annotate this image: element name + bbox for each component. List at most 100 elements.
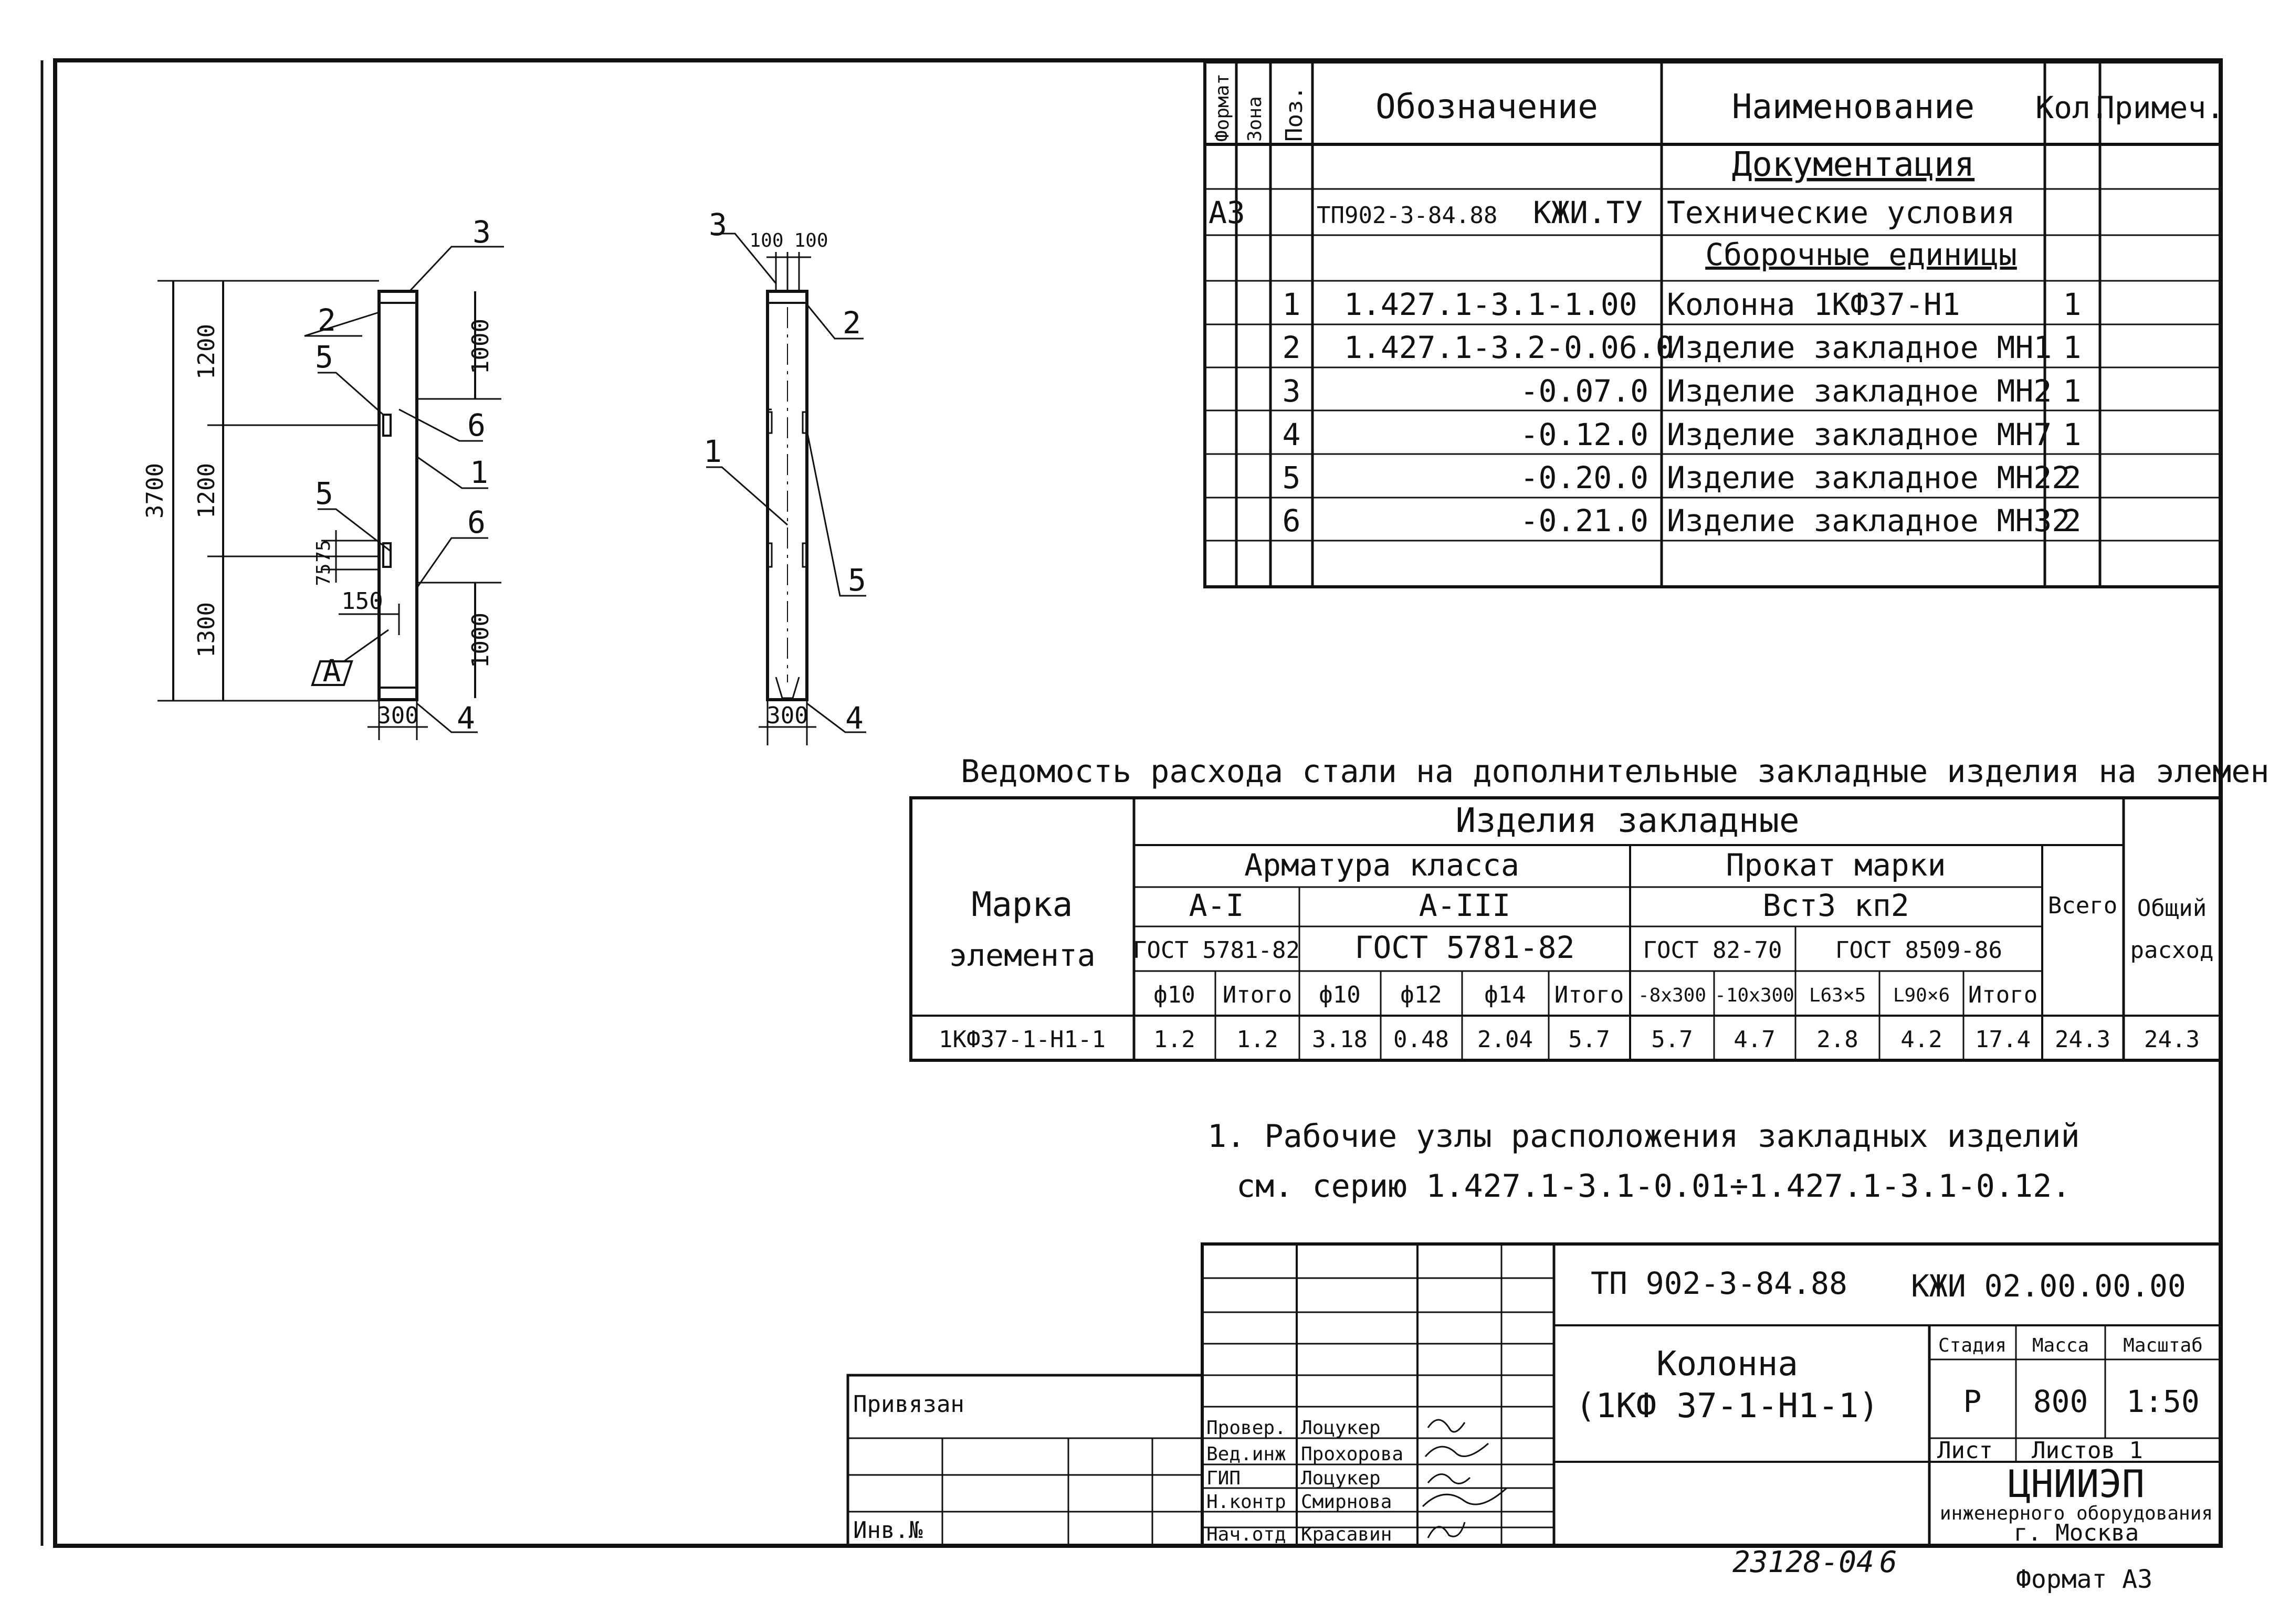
doc-name: Технические условия bbox=[1667, 195, 2015, 230]
col-qty: Кол. bbox=[2035, 90, 2109, 125]
subcol: ф10 bbox=[1319, 982, 1360, 1008]
subcol: Итого bbox=[1968, 982, 2037, 1008]
row-pos: 1 bbox=[1283, 287, 1301, 322]
subcol: -10х300 bbox=[1715, 985, 1794, 1006]
col-pos: Поз. bbox=[1281, 86, 1308, 142]
row-qty: 1 bbox=[2063, 330, 2082, 365]
org-name: ЦНИИЭП bbox=[2008, 1462, 2145, 1506]
cell: 17.4 bbox=[1975, 1026, 2031, 1053]
section-docs: Документация bbox=[1732, 145, 1974, 184]
row-name: Изделие закладное МН32 bbox=[1667, 503, 2070, 539]
col-element-1: Марка bbox=[972, 885, 1073, 924]
callout-4: 4 bbox=[457, 700, 475, 736]
sheet-label: Лист bbox=[1937, 1437, 1993, 1464]
embed-side-3 bbox=[766, 542, 773, 568]
doc-designation: ТП902-3-84.88 bbox=[1317, 202, 1497, 229]
embed-side-4 bbox=[802, 542, 808, 568]
embed-side-1 bbox=[766, 411, 773, 434]
drawing-name-2: (1КФ 37-1-Н1-1) bbox=[1575, 1387, 1879, 1426]
steel-table-title: Ведомость расхода стали на дополнительны… bbox=[961, 753, 2269, 790]
row-designation: 1.427.1-3.2-0.06.0 bbox=[1344, 330, 1674, 365]
project-number: ТП 902-3-84.88 bbox=[1591, 1266, 1847, 1301]
dim-width: 300 bbox=[377, 702, 418, 729]
sig-name: Лоцукер bbox=[1301, 1468, 1381, 1489]
embed-bottom bbox=[378, 687, 418, 701]
a3: А-III bbox=[1419, 888, 1511, 923]
col-name: Наименование bbox=[1732, 88, 1974, 126]
row-designation: -0.21.0 bbox=[1520, 503, 1648, 539]
callout-3: 3 bbox=[709, 207, 727, 242]
subcol: ф10 bbox=[1153, 982, 1195, 1008]
dim-75-b: 75 bbox=[313, 563, 334, 586]
sig-role: ГИП bbox=[1206, 1468, 1241, 1489]
callout-6b: 6 bbox=[467, 504, 486, 540]
subcol: ф12 bbox=[1400, 982, 1442, 1008]
column-elevation-right bbox=[706, 233, 866, 745]
row-name: Изделие закладное МН2 bbox=[1667, 373, 2052, 409]
row-name: Изделие закладное МН7 bbox=[1667, 417, 2052, 452]
callout-5: 5 bbox=[315, 339, 333, 375]
cell: 5.7 bbox=[1651, 1026, 1693, 1053]
column-elevation-right-labels: 100 100 300 3 2 1 5 4 bbox=[703, 207, 866, 736]
row-qty: 2 bbox=[2063, 503, 2082, 539]
row-designation: 1.427.1-3.1-1.00 bbox=[1344, 287, 1637, 322]
total-col: Всего bbox=[2048, 892, 2117, 919]
dim-overall: 3700 bbox=[142, 463, 169, 519]
gost-8509: ГОСТ 8509-86 bbox=[1835, 937, 2002, 964]
note-line-2: см. серию 1.427.1-3.1-0.01÷1.427.1-3.1-0… bbox=[1236, 1168, 2071, 1205]
dim-1300: 1300 bbox=[193, 602, 220, 658]
section-assemblies: Сборочные единицы bbox=[1705, 237, 2017, 272]
cell: 4.2 bbox=[1900, 1026, 1942, 1053]
cell: 3.18 bbox=[1312, 1026, 1368, 1053]
dim-1200-mid: 1200 bbox=[193, 463, 220, 519]
steel-grade: Вст3 кп2 bbox=[1762, 888, 1909, 923]
steel-table-text: Марка элемента Изделия закладные Арматур… bbox=[939, 802, 2213, 1053]
gost-82: ГОСТ 82-70 bbox=[1643, 937, 1782, 964]
callout-1: 1 bbox=[703, 434, 722, 469]
dim-150: 150 bbox=[341, 588, 383, 615]
row-designation: -0.12.0 bbox=[1520, 417, 1648, 452]
grand-total-1: Общий bbox=[2137, 895, 2207, 922]
inv-label: Инв.№ bbox=[853, 1517, 923, 1544]
callout-2: 2 bbox=[843, 305, 861, 341]
row-qty: 1 bbox=[2063, 287, 2082, 322]
row-name: Изделие закладное МН1 bbox=[1667, 330, 2052, 365]
org-line-2: инженерного оборудования bbox=[1940, 1503, 2213, 1524]
sig-role: Провер. bbox=[1206, 1417, 1286, 1439]
row-qty: 2 bbox=[2063, 460, 2082, 495]
cell: 2.8 bbox=[1816, 1026, 1858, 1053]
group-header: Изделия закладные bbox=[1455, 802, 1799, 840]
note-line-1: 1. Рабочие узлы расположения закладных и… bbox=[1207, 1118, 2080, 1155]
dim-100-b: 100 bbox=[794, 230, 828, 251]
title-block bbox=[846, 1242, 2222, 1547]
col-designation: Обозначение bbox=[1375, 88, 1598, 126]
stage-value: Р bbox=[1963, 1384, 1982, 1419]
dim-1000-top: 1000 bbox=[467, 319, 494, 374]
dim-1200-top: 1200 bbox=[193, 324, 220, 379]
embed-top bbox=[766, 290, 808, 304]
arm-class: Арматура класса bbox=[1244, 847, 1519, 883]
dim-width: 300 bbox=[766, 702, 808, 729]
callout-6: 6 bbox=[467, 407, 486, 443]
callout-3: 3 bbox=[472, 214, 491, 250]
archive-number: 23128-04 bbox=[1732, 1545, 1874, 1579]
subcol: ф14 bbox=[1484, 982, 1526, 1008]
column-elevation-left bbox=[157, 246, 504, 740]
column-body bbox=[377, 290, 418, 701]
cell: 0.48 bbox=[1393, 1026, 1449, 1053]
section-marker: А bbox=[323, 653, 341, 689]
col-note: Примеч. bbox=[2096, 90, 2224, 125]
doc-code: КЖИ.ТУ bbox=[1533, 195, 1643, 230]
row-mark: 1КФ37-1-Н1-1 bbox=[939, 1026, 1106, 1053]
cell: 4.7 bbox=[1734, 1026, 1775, 1053]
subcol: L90×6 bbox=[1893, 985, 1950, 1006]
bound-label: Привязан bbox=[853, 1391, 964, 1418]
sheet-number: 6 bbox=[1879, 1545, 1897, 1579]
cell: 5.7 bbox=[1568, 1026, 1610, 1053]
col-zone: Зона bbox=[1244, 96, 1266, 142]
row-pos: 3 bbox=[1283, 373, 1301, 409]
mass-value: 800 bbox=[2033, 1384, 2088, 1419]
callout-4: 4 bbox=[845, 700, 864, 736]
sig-name: Смирнова bbox=[1301, 1491, 1392, 1513]
sheets-label: Листов 1 bbox=[2032, 1437, 2143, 1464]
